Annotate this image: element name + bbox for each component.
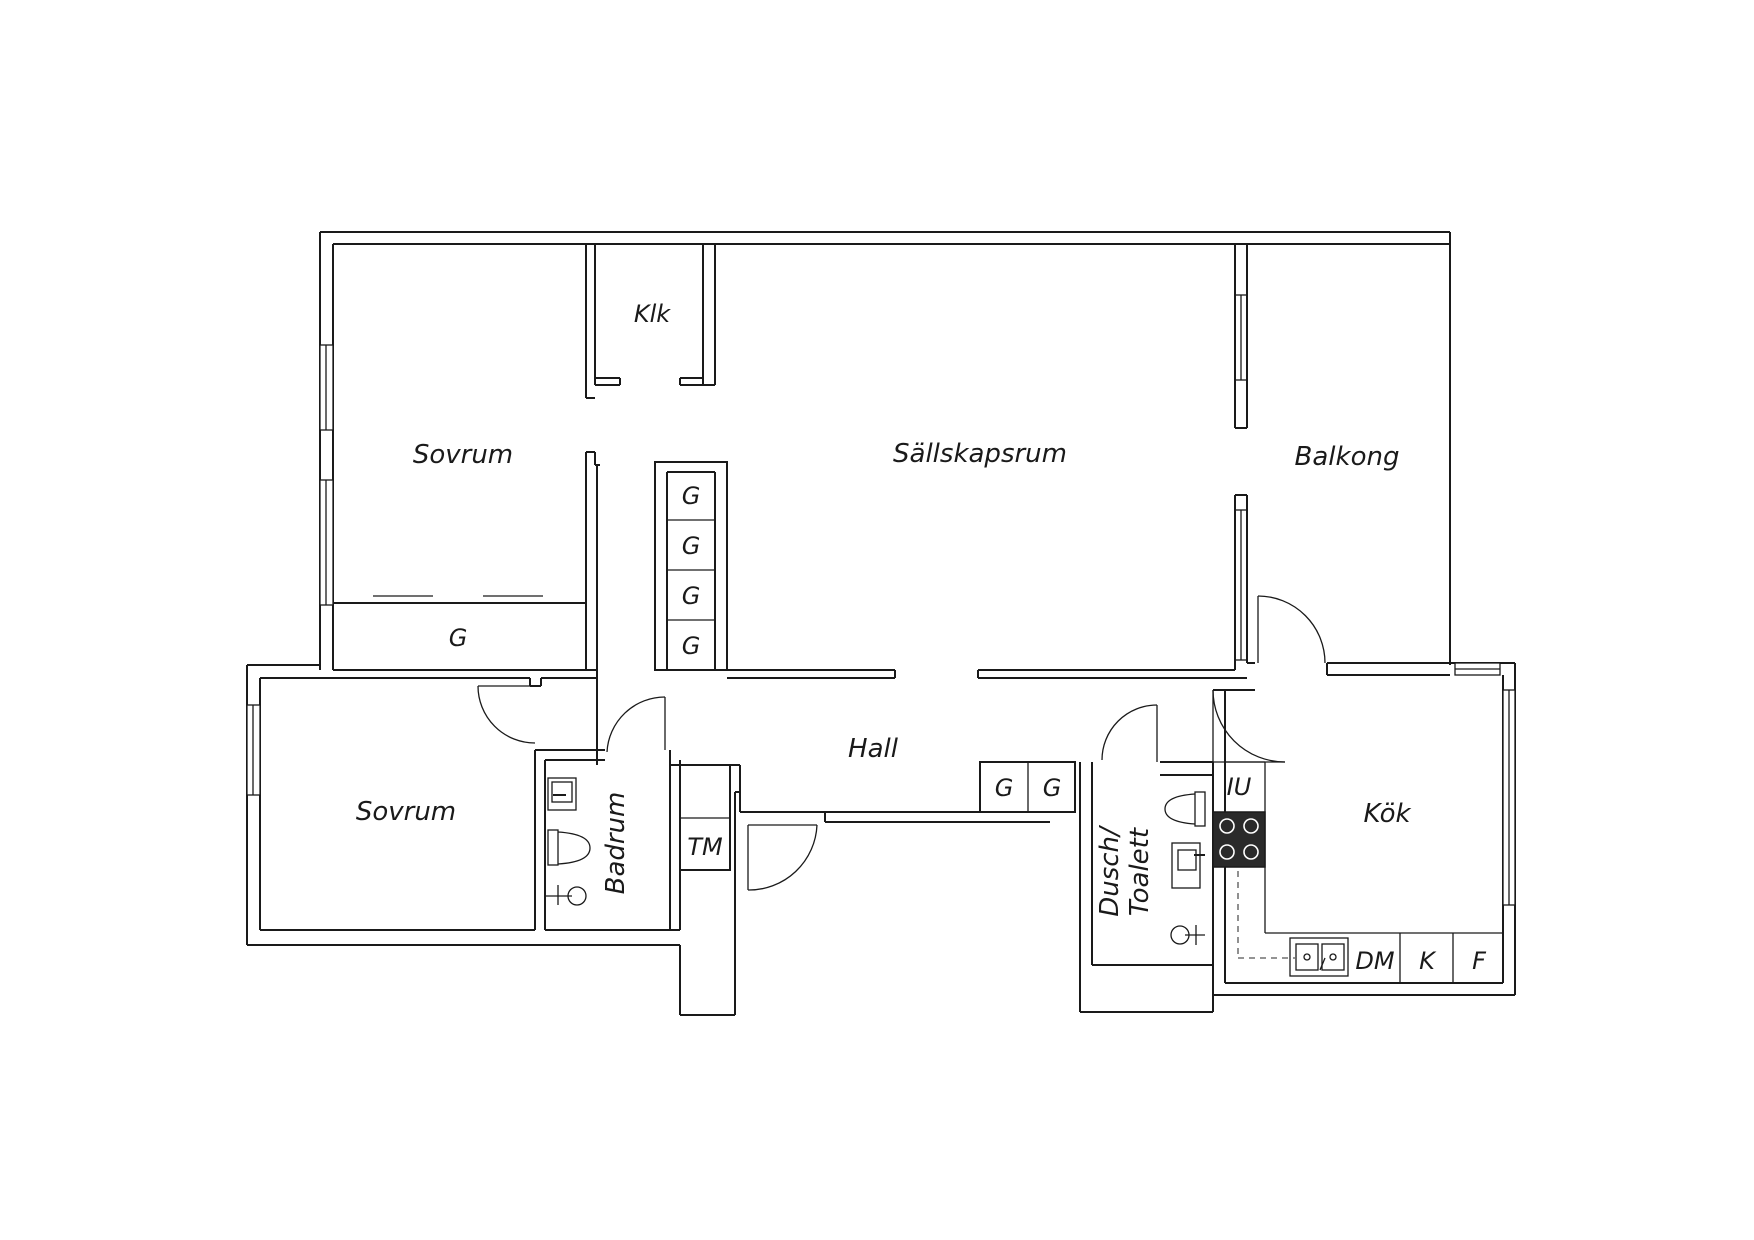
room-label-klk: Klk	[634, 300, 671, 328]
wardrobe-label: G	[995, 774, 1014, 802]
room-label-sallskapsrum: Sällskapsrum	[893, 439, 1067, 469]
door-bathroom	[606, 696, 666, 753]
sink-icon	[547, 777, 577, 811]
door-kitchen	[1257, 595, 1326, 664]
fixture-labels: G G G G G G G TM IU DM K F	[449, 482, 1487, 975]
doors	[477, 595, 1326, 891]
fridge-label: K	[1419, 947, 1437, 975]
wardrobe-label: G	[682, 532, 701, 560]
room-label-balkong: Balkong	[1295, 442, 1400, 472]
toilet-icon	[1164, 791, 1206, 827]
room-label-toalett: Toalett	[1125, 827, 1155, 916]
dishwasher-label: DM	[1355, 947, 1394, 975]
room-label-sovrum-bottom: Sovrum	[356, 797, 456, 827]
room-labels: Sovrum Klk Sällskapsrum Balkong Sovrum H…	[356, 300, 1412, 917]
door-bedroom-bottom	[477, 685, 536, 744]
sink-icon	[1171, 842, 1205, 889]
wardrobe-label: G	[449, 624, 468, 652]
wardrobe-label: G	[682, 482, 701, 510]
kitchen-fixtures	[1212, 811, 1349, 977]
stove-icon	[1212, 811, 1266, 868]
door-shower	[1101, 704, 1158, 762]
outer-walls	[246, 231, 1516, 1016]
windows	[246, 294, 1516, 906]
room-label-dusch: Dusch/	[1095, 824, 1125, 917]
door-entrance	[747, 824, 818, 891]
room-label-kok: Kök	[1363, 799, 1411, 829]
door-hall-right	[1212, 689, 1286, 763]
room-label-badrum: Badrum	[601, 792, 631, 895]
laundry-label: TM	[687, 833, 723, 861]
wardrobe-label: G	[682, 582, 701, 610]
room-label-sovrum-top: Sovrum	[413, 440, 513, 470]
room-label-hall: Hall	[848, 734, 899, 764]
wardrobe-label: G	[1043, 774, 1062, 802]
interior-walls	[260, 244, 1503, 1012]
double-sink-icon	[1289, 937, 1349, 977]
oven-label: IU	[1227, 773, 1252, 801]
toilet-icon	[547, 829, 591, 866]
shower-icon	[545, 885, 587, 906]
bathroom-fixtures	[545, 777, 1206, 945]
freezer-label: F	[1472, 947, 1487, 975]
wardrobe-label: G	[682, 632, 701, 660]
shower-icon	[1170, 925, 1205, 945]
